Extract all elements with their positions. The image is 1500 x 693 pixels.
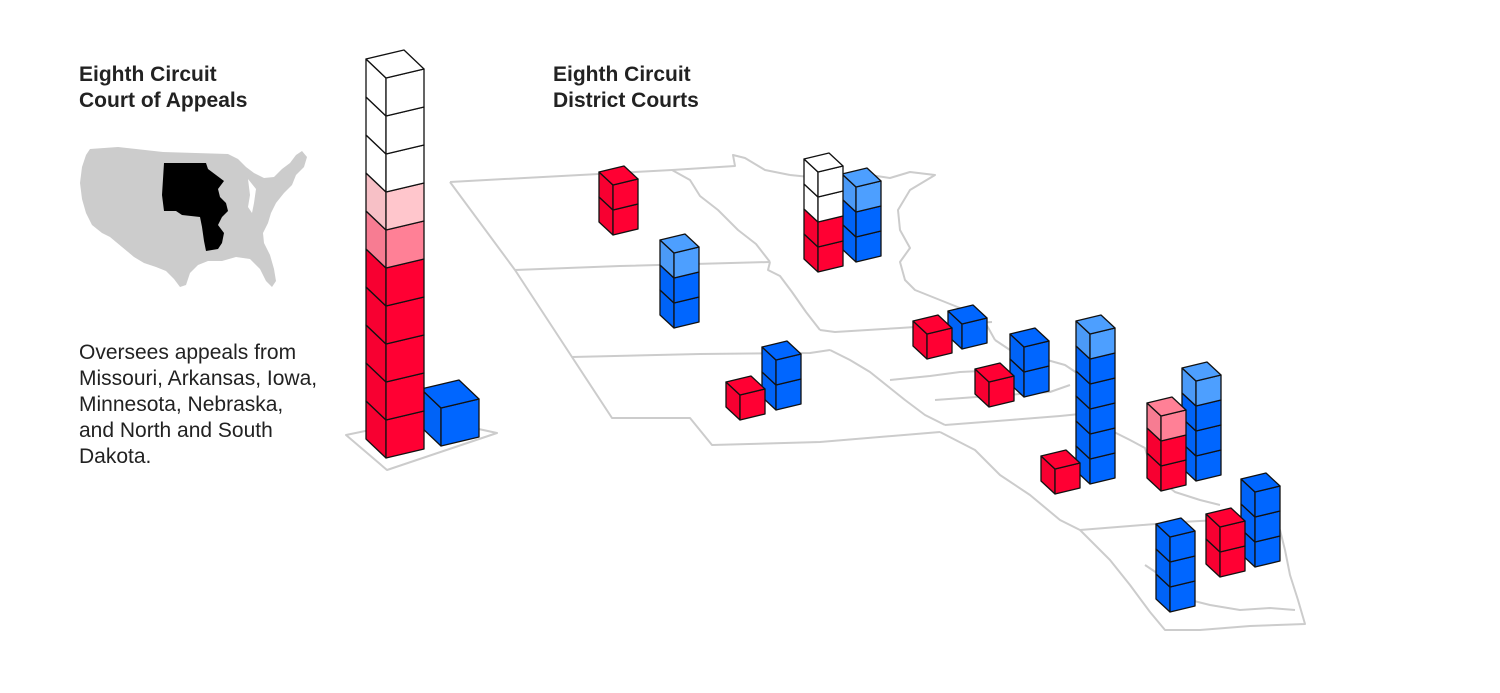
cube-top-face: [841, 167, 882, 188]
appeals-blue-stack: [420, 379, 480, 447]
nebraska-red: [725, 375, 766, 421]
michigan-gap-icon: [248, 179, 256, 213]
arkansas-east-red: [1205, 507, 1246, 578]
cube-white: [803, 183, 844, 223]
minnesota-red: [803, 152, 844, 273]
cube-top-face: [1040, 449, 1081, 470]
cube-blue: [1075, 370, 1116, 410]
cube-top-face: [1205, 507, 1246, 528]
cube-top-face: [659, 233, 700, 254]
cube-blue: [1075, 445, 1116, 485]
cube-red: [1040, 449, 1081, 495]
cube-blue: [1075, 345, 1116, 385]
cube-white: [365, 49, 425, 117]
appeals-description: Oversees appeals from Missouri, Arkansas…: [79, 341, 318, 468]
north-dakota-red: [598, 165, 639, 236]
eighth-circuit-states: [162, 163, 228, 251]
cube-top-face: [803, 152, 844, 173]
cube-light_blue: [841, 167, 882, 213]
cube-red: [598, 165, 639, 211]
cube-top-face: [912, 314, 953, 335]
cube-top-face: [725, 375, 766, 396]
mo-ia-border: [944, 413, 1081, 426]
cube-white: [803, 152, 844, 198]
cube-blue: [659, 264, 700, 304]
cube-blue: [1181, 392, 1222, 432]
cube-blue: [947, 304, 988, 350]
cube-blue: [1009, 327, 1050, 373]
ia-ne-border: [829, 349, 946, 426]
cube-top-face: [1146, 396, 1187, 417]
appeals-court-title: Eighth Circuit Court of Appeals: [79, 62, 339, 114]
nd-sd-border: [514, 261, 771, 271]
iowa-south-blue: [1009, 327, 1050, 398]
cube-top-face: [1240, 472, 1281, 493]
appeals-title-line2: Court of Appeals: [79, 89, 248, 112]
cube-light_blue: [1075, 314, 1116, 360]
arkansas-outline: [1079, 517, 1306, 631]
cube-top-face: [761, 340, 802, 361]
cube-light_blue: [659, 233, 700, 279]
appeals-red-stack: [365, 49, 425, 459]
western-edge: [449, 181, 941, 446]
sd-ne-border: [571, 349, 831, 358]
cube-red: [803, 208, 844, 248]
minnesota-outline: [789, 171, 996, 341]
cube-blue: [1155, 573, 1196, 613]
cube-blue: [1155, 517, 1196, 563]
cube-top-face: [947, 304, 988, 325]
cube-red: [1146, 427, 1187, 467]
cube-top-face: [974, 362, 1015, 383]
arkansas-west-blue: [1155, 517, 1196, 613]
cube-red: [912, 314, 953, 360]
cube-blue: [1240, 472, 1281, 518]
cube-light_blue: [1181, 361, 1222, 407]
cube-pink: [1146, 396, 1187, 442]
arkansas-east-blue: [1240, 472, 1281, 568]
nebraska-blue: [761, 340, 802, 411]
cube-red: [365, 248, 425, 307]
cube-top-face: [365, 49, 425, 79]
iowa-north-blue: [947, 304, 988, 350]
cube-red: [1205, 507, 1246, 553]
iowa-north-red: [912, 314, 953, 360]
district-title-line1: Eighth Circuit: [553, 63, 691, 86]
cube-red: [974, 362, 1015, 408]
cube-red: [725, 375, 766, 421]
district-courts-title: Eighth Circuit District Courts: [553, 62, 813, 114]
missouri-east-blue: [1181, 361, 1222, 482]
appeals-title-line1: Eighth Circuit: [79, 63, 217, 86]
cube-top-face: [420, 379, 480, 409]
cube-top-face: [1181, 361, 1222, 382]
iowa-south-red: [974, 362, 1015, 408]
cube-stacks: [365, 49, 1281, 613]
cube-top-face: [1009, 327, 1050, 348]
missouri-east-red: [1146, 396, 1187, 492]
sd-mn-border: [767, 261, 821, 331]
south-dakota-blue: [659, 233, 700, 329]
nd-mn-border: [671, 169, 771, 263]
missouri-outline: [939, 431, 1081, 531]
missouri-west-red: [1040, 449, 1081, 495]
cube-top-face: [598, 165, 639, 186]
missouri-west-blue: [1075, 314, 1116, 485]
cube-top-face: [1155, 517, 1196, 538]
us-locator-map: [80, 147, 307, 287]
district-title-line2: District Courts: [553, 89, 699, 112]
cube-blue: [420, 379, 480, 447]
minnesota-blue: [841, 167, 882, 263]
cube-blue: [761, 340, 802, 386]
cube-blue: [1075, 395, 1116, 435]
cube-top-face: [1075, 314, 1116, 335]
